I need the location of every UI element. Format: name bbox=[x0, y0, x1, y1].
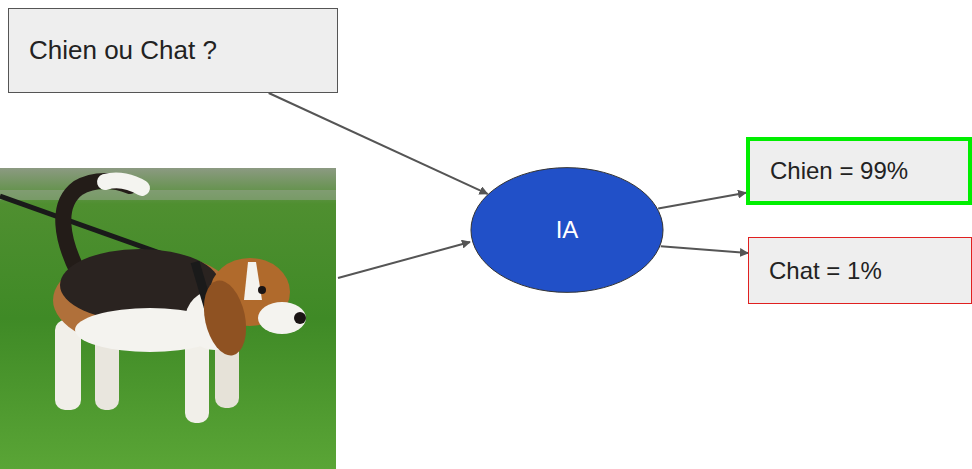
result-box: Chien = 99% bbox=[746, 137, 972, 205]
node-label: Chien ou Chat ? bbox=[29, 35, 217, 66]
arrow-connector bbox=[661, 246, 748, 253]
node-label: Chien = 99% bbox=[770, 157, 908, 185]
ai-ellipse: IA bbox=[470, 167, 664, 293]
node-label: Chat = 1% bbox=[769, 257, 882, 285]
result-box: Chat = 1% bbox=[748, 237, 972, 304]
question-box: Chien ou Chat ? bbox=[8, 8, 338, 93]
arrow-connector bbox=[658, 193, 746, 209]
node-label: IA bbox=[556, 216, 579, 244]
arrow-connector bbox=[269, 93, 488, 194]
